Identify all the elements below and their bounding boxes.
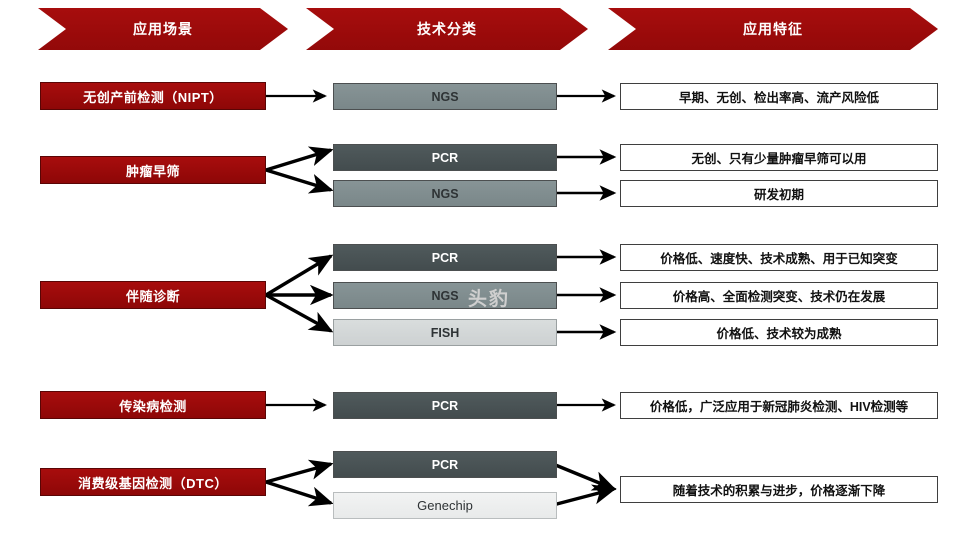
feature-box[interactable]: 研发初期	[620, 180, 938, 207]
feature-label: 价格低、技术较为成熟	[716, 327, 842, 341]
technology-label: NGS	[431, 186, 459, 201]
technology-box[interactable]: PCR	[333, 392, 557, 419]
feature-box[interactable]: 价格低，广泛应用于新冠肺炎检测、HIV检测等	[620, 392, 938, 419]
feature-box[interactable]: 价格低、速度快、技术成熟、用于已知突变	[620, 244, 938, 271]
technology-label: PCR	[431, 457, 459, 472]
technology-label: PCR	[431, 150, 459, 165]
feature-label: 研发初期	[753, 188, 804, 202]
technology-box[interactable]: NGS	[333, 180, 557, 207]
technology-label: PCR	[431, 250, 459, 265]
technology-label: Genechip	[417, 498, 473, 513]
column-header-scenario: 应用场景	[38, 8, 288, 50]
column-header-technology: 技术分类	[306, 8, 588, 50]
feature-label: 价格高、全面检测突变、技术仍在发展	[672, 290, 886, 304]
feature-box[interactable]: 价格高、全面检测突变、技术仍在发展	[620, 282, 938, 309]
column-header-scenario-label: 应用场景	[133, 21, 193, 37]
feature-box[interactable]: 价格低、技术较为成熟	[620, 319, 938, 346]
scenario-label: 传染病检测	[119, 398, 187, 414]
feature-box[interactable]: 早期、无创、检出率高、流产风险低	[620, 83, 938, 110]
scenario-label: 伴随诊断	[125, 288, 180, 304]
technology-box[interactable]: NGS	[333, 282, 557, 309]
scenario-box[interactable]: 伴随诊断	[40, 281, 266, 309]
feature-label: 随着技术的积累与进步，价格逐渐下降	[672, 484, 886, 498]
column-header-feature-label: 应用特征	[743, 21, 803, 37]
column-header-feature: 应用特征	[608, 8, 938, 50]
scenario-box[interactable]: 无创产前检测（NIPT）	[40, 82, 266, 110]
scenario-box[interactable]: 肿瘤早筛	[40, 156, 266, 184]
feature-box[interactable]: 随着技术的积累与进步，价格逐渐下降	[620, 476, 938, 503]
scenario-box[interactable]: 消费级基因检测（DTC）	[40, 468, 266, 496]
feature-label: 无创、只有少量肿瘤早筛可以用	[691, 152, 867, 166]
feature-label: 价格低，广泛应用于新冠肺炎检测、HIV检测等	[649, 400, 909, 414]
feature-box[interactable]: 无创、只有少量肿瘤早筛可以用	[620, 144, 938, 171]
watermark-text: 头豹	[468, 289, 511, 310]
technology-box[interactable]: PCR	[333, 144, 557, 171]
technology-box[interactable]: NGS	[333, 83, 557, 110]
technology-label: NGS	[431, 89, 459, 104]
watermark-logo: 头豹	[468, 284, 510, 311]
column-header-technology-label: 技术分类	[417, 21, 477, 37]
technology-box[interactable]: Genechip	[333, 492, 557, 519]
feature-label: 价格低、速度快、技术成熟、用于已知突变	[660, 252, 898, 266]
technology-label: FISH	[430, 325, 460, 340]
scenario-label: 无创产前检测（NIPT）	[83, 89, 223, 105]
technology-label: PCR	[431, 398, 459, 413]
scenario-label: 肿瘤早筛	[125, 163, 180, 179]
technology-box[interactable]: PCR	[333, 451, 557, 478]
technology-box[interactable]: FISH	[333, 319, 557, 346]
scenario-label: 消费级基因检测（DTC）	[78, 475, 228, 491]
scenario-box[interactable]: 传染病检测	[40, 391, 266, 419]
technology-label: NGS	[431, 288, 459, 303]
feature-label: 早期、无创、检出率高、流产风险低	[678, 91, 879, 105]
technology-box[interactable]: PCR	[333, 244, 557, 271]
